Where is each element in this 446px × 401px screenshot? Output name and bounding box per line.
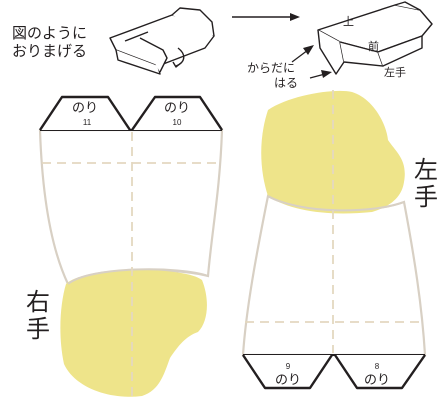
left-piece-side-label-1: 右 xyxy=(26,288,50,316)
glue-tab-8-label: のり xyxy=(364,373,390,388)
right-arm-piece: 9 のり 8 のり xyxy=(241,90,427,390)
glue-tab-8[interactable] xyxy=(334,354,426,390)
right-arm-outline xyxy=(241,194,427,357)
model-label-top: 上 xyxy=(343,15,354,28)
left-piece-side-label-2: 手 xyxy=(26,315,50,343)
glue-tab-9-label: のり xyxy=(275,373,301,388)
glue-tab-10-label: のり xyxy=(164,101,190,116)
glue-tab-8-number: 8 xyxy=(375,362,380,371)
fold-instruction-line2: おりまげる xyxy=(12,42,87,60)
glue-tab-11-label: のり xyxy=(72,101,98,116)
attach-arrow-icon xyxy=(291,45,332,79)
glue-tab-11-number: 11 xyxy=(83,118,92,127)
fold-sketch-after xyxy=(317,1,433,75)
glue-tab-10[interactable] xyxy=(131,95,223,131)
attach-instruction-line2: はる xyxy=(274,76,298,90)
left-arm-piece: のり 11 のり 10 xyxy=(38,95,224,398)
glue-tab-9-number: 9 xyxy=(286,362,291,371)
step-arrow-icon xyxy=(232,13,300,21)
right-piece-side-label-1: 左 xyxy=(414,156,438,184)
left-hand-shape[interactable] xyxy=(60,269,207,397)
right-wrist-seam xyxy=(267,195,405,212)
glue-tab-10-number: 10 xyxy=(173,118,182,127)
glue-tab-9[interactable] xyxy=(242,354,333,390)
glue-tab-11[interactable] xyxy=(39,95,131,131)
attach-instruction-line1: からだに xyxy=(247,61,295,75)
model-label-front: 前 xyxy=(368,39,379,53)
left-arm-outline xyxy=(38,128,224,286)
model-label-hand: 左手 xyxy=(384,65,406,79)
fold-sketch-before xyxy=(109,7,215,75)
fold-instruction-line1: 図のように xyxy=(12,24,87,42)
left-wrist-seam xyxy=(67,268,209,285)
right-piece-side-label-2: 手 xyxy=(414,183,438,211)
